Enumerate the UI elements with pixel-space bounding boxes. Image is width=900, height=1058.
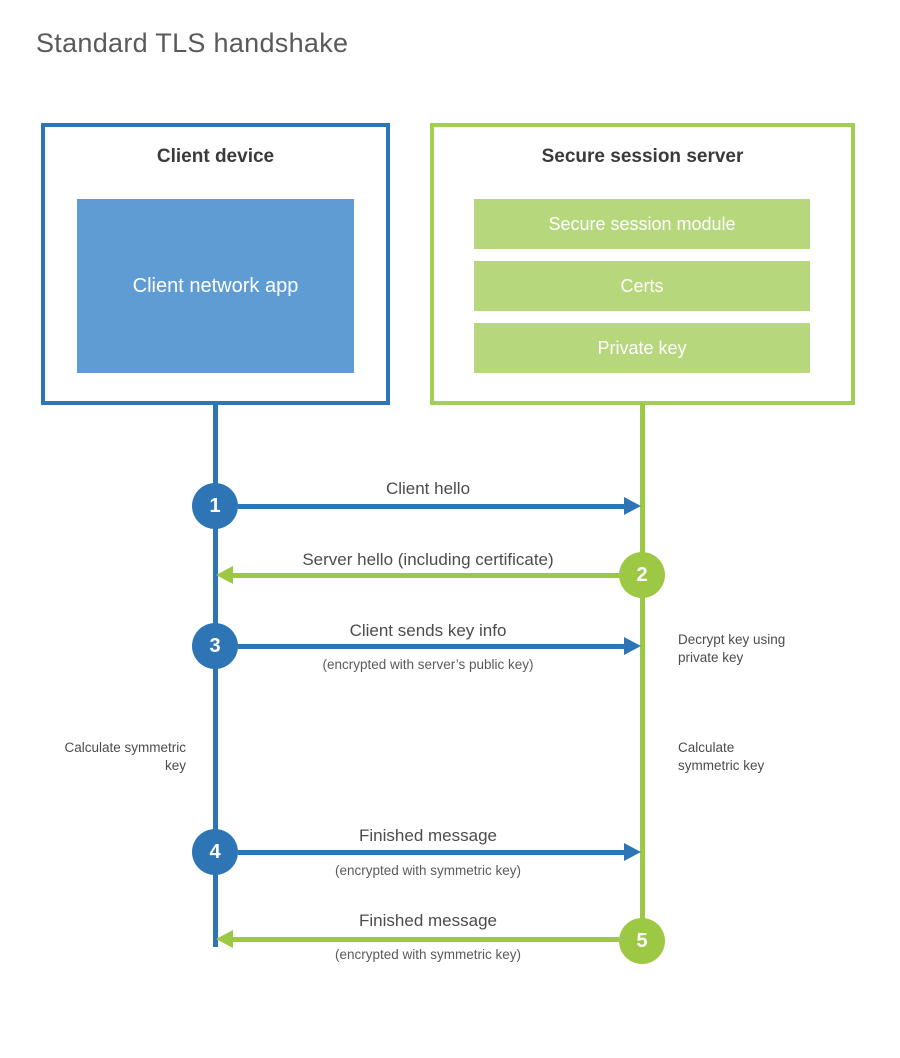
arrow-head-right-icon (624, 497, 641, 515)
step-badge-3: 3 (192, 623, 238, 669)
arrow-head-left-icon (216, 566, 233, 584)
step-badge-4: 4 (192, 829, 238, 875)
server-lifeline (640, 403, 645, 943)
arrow-shaft (238, 850, 627, 855)
sublabel-client-key-info: (encrypted with server’s public key) (322, 657, 534, 672)
note-calculate-symmetric-key-server: Calculate symmetric key (678, 740, 765, 773)
step-badge-2: 2 (619, 552, 665, 598)
server-module-certs: Certs (474, 261, 810, 311)
client-network-app-box: Client network app (77, 199, 354, 373)
note-calculate-symmetric-key-client: Calculate symmetric key (64, 740, 186, 773)
step-badge-5: 5 (619, 918, 665, 964)
step-badge-1: 1 (192, 483, 238, 529)
server-module-private-key: Private key (474, 323, 810, 373)
arrow-head-right-icon (624, 843, 641, 861)
label-finished-server: Finished message (359, 911, 497, 930)
sublabel-finished-client: (encrypted with symmetric key) (334, 863, 522, 878)
label-client-key-info: Client sends key info (349, 621, 507, 640)
arrow-finished-client (238, 843, 641, 861)
arrow-shaft (238, 504, 627, 509)
arrow-server-hello (216, 566, 619, 584)
sublabel-finished-server: (encrypted with symmetric key) (334, 947, 522, 962)
arrow-shaft (230, 573, 619, 578)
label-client-hello: Client hello (385, 479, 471, 498)
arrow-client-hello (238, 497, 641, 515)
arrow-shaft (238, 644, 627, 649)
client-lifeline (213, 403, 218, 947)
arrow-shaft (230, 937, 619, 942)
note-decrypt-key: Decrypt key using private key (678, 632, 786, 665)
arrow-client-key-info (238, 637, 641, 655)
server-module-secure-session-module: Secure session module (474, 199, 810, 249)
secure-session-server-title: Secure session server (541, 146, 744, 167)
arrow-finished-server (216, 930, 619, 948)
arrow-head-left-icon (216, 930, 233, 948)
label-finished-client: Finished message (359, 826, 497, 845)
label-server-hello: Server hello (including certificate) (302, 550, 554, 569)
client-network-app-label: Client network app (132, 275, 299, 297)
arrow-head-right-icon (624, 637, 641, 655)
diagram-title: Standard TLS handshake (36, 28, 349, 58)
client-device-title: Client device (156, 146, 275, 167)
